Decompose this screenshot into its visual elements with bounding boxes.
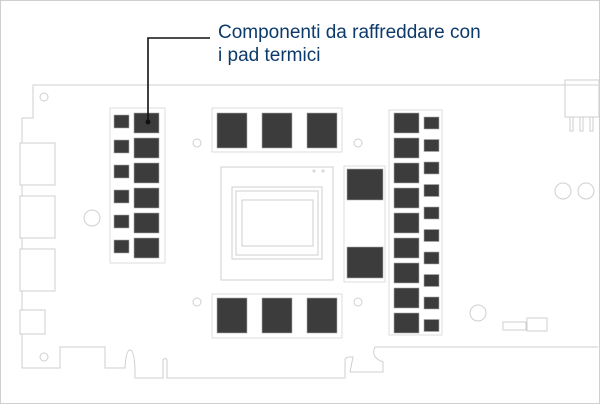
chips bbox=[109, 107, 443, 339]
large-chip bbox=[133, 237, 160, 259]
annotation-line-1: Componenti da raffreddare con bbox=[218, 22, 481, 43]
small-chip bbox=[113, 189, 130, 204]
small-chip bbox=[423, 274, 440, 287]
memory-chip bbox=[261, 112, 293, 149]
pointer-dot bbox=[145, 119, 151, 125]
memory-bottom-area bbox=[211, 293, 343, 339]
large-chip bbox=[393, 212, 420, 234]
small-chip bbox=[423, 319, 440, 332]
large-chip bbox=[133, 137, 160, 159]
memory-chip bbox=[306, 297, 338, 334]
small-chip bbox=[113, 164, 130, 179]
memory-chip bbox=[346, 246, 384, 279]
display-ports bbox=[19, 142, 56, 335]
annotation-label: Componenti da raffreddare con i pad term… bbox=[218, 21, 481, 67]
pointer-line bbox=[147, 37, 210, 121]
pcb-outline bbox=[21, 84, 598, 379]
annotation-line-2: i pad termici bbox=[218, 45, 321, 66]
large-chip bbox=[133, 212, 160, 234]
memory-chip bbox=[216, 297, 248, 334]
power-connector bbox=[502, 79, 600, 332]
small-chip bbox=[423, 251, 440, 265]
large-chip bbox=[393, 262, 420, 284]
small-chip bbox=[423, 139, 440, 152]
mounting-holes bbox=[39, 92, 595, 362]
small-chip bbox=[113, 114, 130, 129]
memory-chip bbox=[261, 297, 293, 334]
small-chip bbox=[423, 116, 440, 130]
large-chip bbox=[393, 162, 420, 184]
vrm-right-area bbox=[388, 109, 443, 336]
memory-chip bbox=[216, 112, 248, 149]
small-chip bbox=[423, 296, 440, 310]
large-chip bbox=[393, 312, 420, 334]
large-chip bbox=[393, 112, 420, 134]
small-chip bbox=[423, 229, 440, 242]
small-chip bbox=[113, 214, 130, 229]
large-chip bbox=[393, 237, 420, 259]
large-chip bbox=[393, 187, 420, 209]
small-chip bbox=[423, 206, 440, 220]
small-chip bbox=[113, 139, 130, 154]
small-chip bbox=[113, 239, 130, 254]
large-chip bbox=[133, 162, 160, 184]
memory-chip bbox=[346, 168, 384, 201]
vrm-left-area bbox=[109, 107, 166, 264]
gpu bbox=[220, 166, 334, 281]
memory-top-area bbox=[211, 107, 343, 153]
small-chip bbox=[423, 184, 440, 197]
large-chip bbox=[133, 187, 160, 209]
memory-side-area bbox=[343, 165, 386, 283]
memory-chip bbox=[306, 112, 338, 149]
large-chip bbox=[393, 137, 420, 159]
small-chip bbox=[423, 161, 440, 175]
large-chip bbox=[393, 287, 420, 309]
